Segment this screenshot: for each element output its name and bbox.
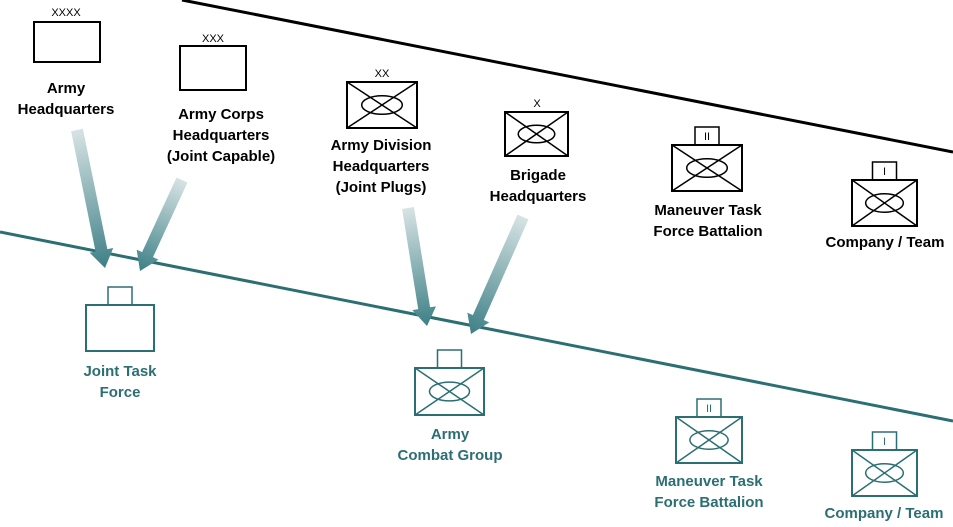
armor-oval: [360, 95, 404, 115]
unit-label-line: Army: [47, 80, 86, 97]
unit-label-line: Army Corps: [178, 106, 264, 123]
armor-oval: [428, 381, 471, 402]
unit-label-line: Army Division: [331, 137, 432, 154]
unit-frame: [179, 45, 247, 91]
echelon-label: I: [883, 436, 886, 448]
armor-oval: [864, 463, 905, 483]
unit-label-line: Headquarters: [490, 188, 587, 205]
arrow-army-corps-hq-to-joint-task-force: [136, 177, 188, 272]
infantry-cross: [851, 179, 918, 227]
echelon-tab: [436, 349, 463, 369]
top-level-divider-line: [181, 0, 953, 154]
unit-frame: [33, 21, 101, 63]
armor-oval: [517, 124, 556, 144]
armor-oval: [689, 430, 729, 450]
armor-oval: [685, 158, 729, 178]
unit-label-line: Force Battalion: [654, 494, 763, 511]
unit-label-line: Joint Task: [83, 363, 157, 380]
unit-label-line: Maneuver Task: [654, 202, 762, 219]
unit-label-line: (Joint Plugs): [336, 179, 427, 196]
arrow-army-division-hq-to-army-combat-group: [402, 207, 436, 327]
arrow-army-hq-to-joint-task-force: [71, 128, 114, 269]
unit-label-line: Force Battalion: [653, 223, 762, 240]
echelon-label: XXXX: [51, 7, 81, 19]
infantry-cross: [346, 81, 418, 129]
arrow-brigade-hq-to-army-combat-group: [467, 214, 529, 334]
unit-label-line: Headquarters: [333, 158, 430, 175]
infantry-cross: [675, 416, 743, 464]
infantry-cross: [851, 449, 918, 497]
unit-label-line: (Joint Capable): [167, 148, 275, 165]
unit-frame: [85, 304, 155, 352]
unit-label-line: Headquarters: [18, 101, 115, 118]
echelon-label: II: [706, 403, 712, 415]
infantry-cross: [504, 111, 569, 157]
unit-label-line: Force: [100, 384, 141, 401]
echelon-label: XX: [375, 68, 390, 80]
infantry-cross: [671, 144, 743, 192]
armor-oval: [864, 193, 905, 213]
unit-company-team-top: I Company / Team: [826, 161, 945, 251]
unit-label-line: Company / Team: [826, 234, 945, 251]
unit-label-line: Company / Team: [825, 505, 944, 522]
echelon-label: II: [704, 131, 710, 143]
unit-label-line: Brigade: [510, 167, 566, 184]
echelon-label: XXX: [202, 33, 225, 45]
echelon-label: I: [883, 166, 886, 178]
infantry-cross: [414, 367, 485, 416]
unit-label-line: Headquarters: [173, 127, 270, 144]
unit-label-line: Maneuver Task: [655, 473, 763, 490]
unit-label-line: Army: [431, 426, 470, 443]
unit-label-line: Combat Group: [398, 447, 503, 464]
echelon-label: X: [533, 98, 541, 110]
echelon-tab: [107, 286, 133, 306]
unit-company-team-bottom: I Company / Team: [825, 431, 944, 522]
